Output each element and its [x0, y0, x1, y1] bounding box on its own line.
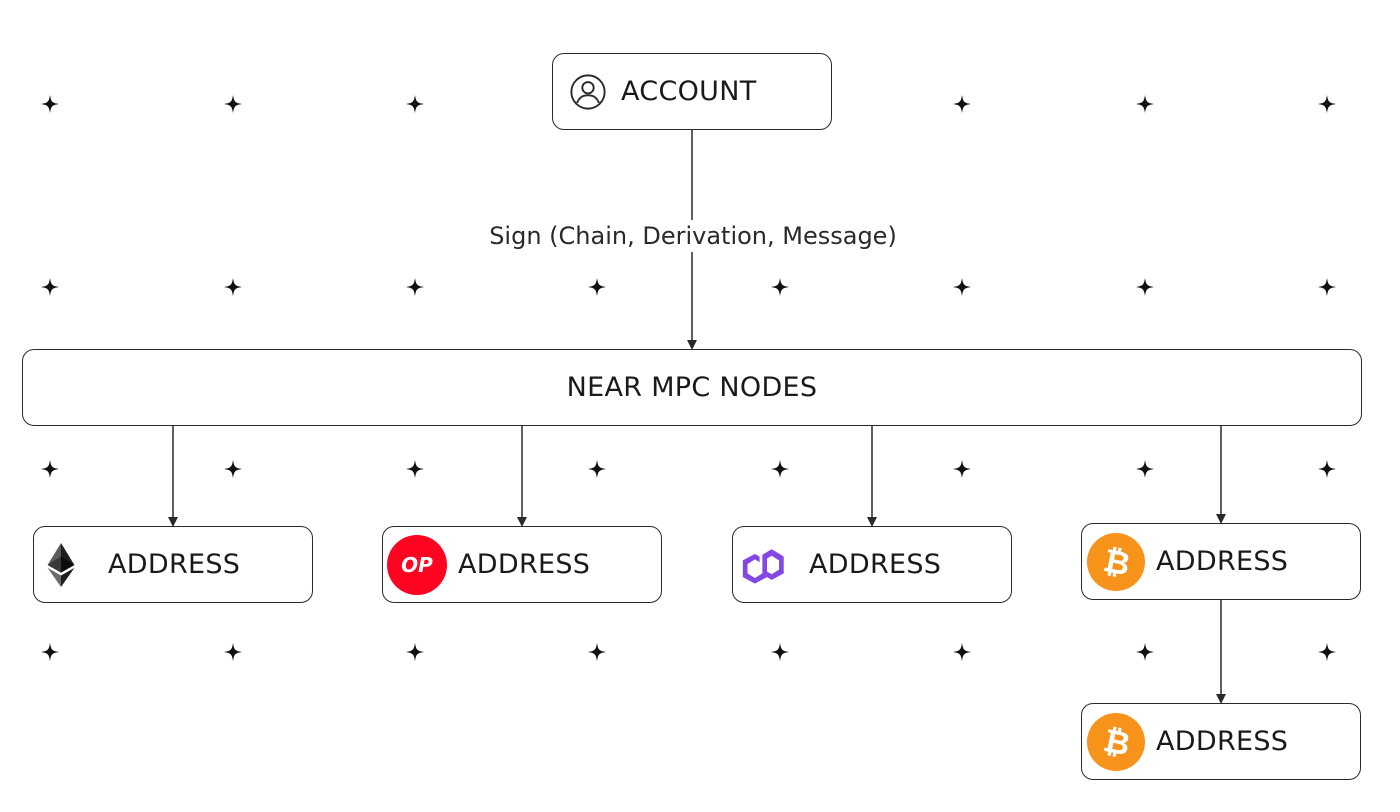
plus-star-decoration [224, 278, 242, 296]
plus-star-decoration [1136, 278, 1154, 296]
plus-star-decoration [588, 278, 606, 296]
address-label: ADDRESS [809, 549, 942, 580]
bitcoin-derived-address-node: ₿ ADDRESS [1081, 703, 1361, 780]
plus-star-decoration [1318, 460, 1336, 478]
polygon-address-node: ADDRESS [732, 526, 1012, 603]
plus-star-decoration [953, 278, 971, 296]
plus-star-decoration [41, 643, 59, 661]
account-label: ACCOUNT [621, 76, 757, 107]
optimism-icon-text: OP [401, 553, 433, 577]
address-label: ADDRESS [1156, 726, 1289, 757]
plus-star-decoration [406, 278, 424, 296]
plus-star-decoration [1136, 643, 1154, 661]
plus-star-decoration [41, 460, 59, 478]
plus-star-decoration [953, 460, 971, 478]
ethereum-address-node: ADDRESS [33, 526, 313, 603]
address-label: ADDRESS [108, 549, 241, 580]
plus-star-decoration [588, 643, 606, 661]
optimism-address-node: OP ADDRESS [382, 526, 662, 603]
sign-edge-label: Sign (Chain, Derivation, Message) [470, 220, 916, 252]
address-label: ADDRESS [458, 549, 591, 580]
plus-star-decoration [588, 460, 606, 478]
plus-star-decoration [406, 460, 424, 478]
bitcoin-icon: ₿ [1087, 712, 1145, 771]
plus-star-decoration [953, 643, 971, 661]
plus-star-decoration [41, 278, 59, 296]
plus-star-decoration [406, 643, 424, 661]
plus-star-decoration [771, 460, 789, 478]
polygon-icon [742, 548, 784, 584]
bitcoin-address-node: ₿ ADDRESS [1081, 523, 1361, 600]
ethereum-icon [47, 542, 75, 587]
mpc-nodes-node: NEAR MPC NODES [22, 349, 1362, 426]
plus-star-decoration [953, 95, 971, 113]
plus-star-decoration [1136, 95, 1154, 113]
plus-star-decoration [1318, 95, 1336, 113]
plus-star-decoration [1136, 460, 1154, 478]
plus-star-decoration [1318, 278, 1336, 296]
optimism-icon: OP [387, 534, 447, 595]
address-label: ADDRESS [1156, 546, 1289, 577]
plus-star-decoration [224, 460, 242, 478]
plus-star-decoration [1318, 643, 1336, 661]
plus-star-decoration [41, 95, 59, 113]
plus-star-decoration [224, 95, 242, 113]
user-circle-icon [570, 73, 606, 110]
account-node: ACCOUNT [552, 53, 832, 130]
plus-star-decoration [224, 643, 242, 661]
plus-star-decoration [406, 95, 424, 113]
plus-star-decoration [771, 278, 789, 296]
mpc-nodes-label: NEAR MPC NODES [566, 372, 818, 403]
plus-star-decoration [771, 643, 789, 661]
bitcoin-icon: ₿ [1087, 532, 1145, 591]
